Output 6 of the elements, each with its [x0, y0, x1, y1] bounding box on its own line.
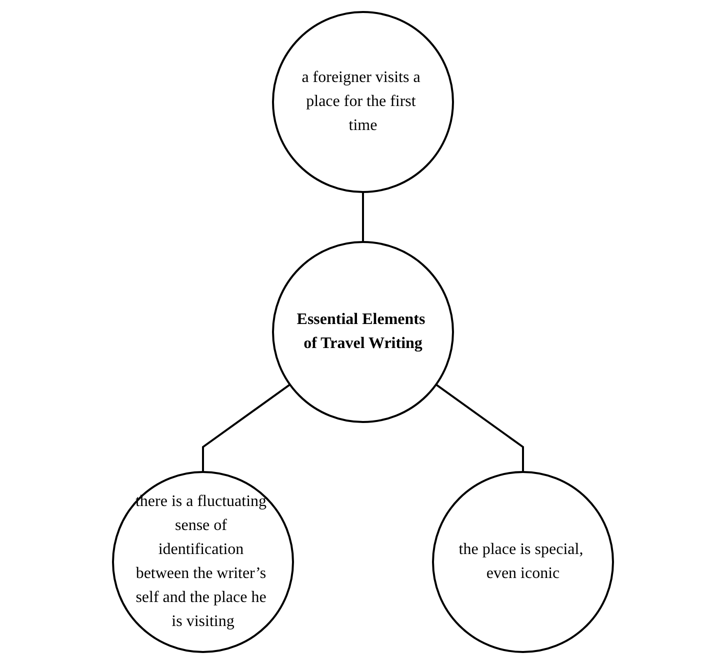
node-circle: Essential Elements of Travel Writing: [272, 241, 454, 423]
connector: [202, 384, 290, 472]
node-circle: a foreigner visits a place for the first time: [272, 11, 454, 193]
connector: [436, 384, 524, 472]
node-circle: the place is special, even iconic: [432, 471, 614, 653]
connector: [362, 192, 364, 242]
